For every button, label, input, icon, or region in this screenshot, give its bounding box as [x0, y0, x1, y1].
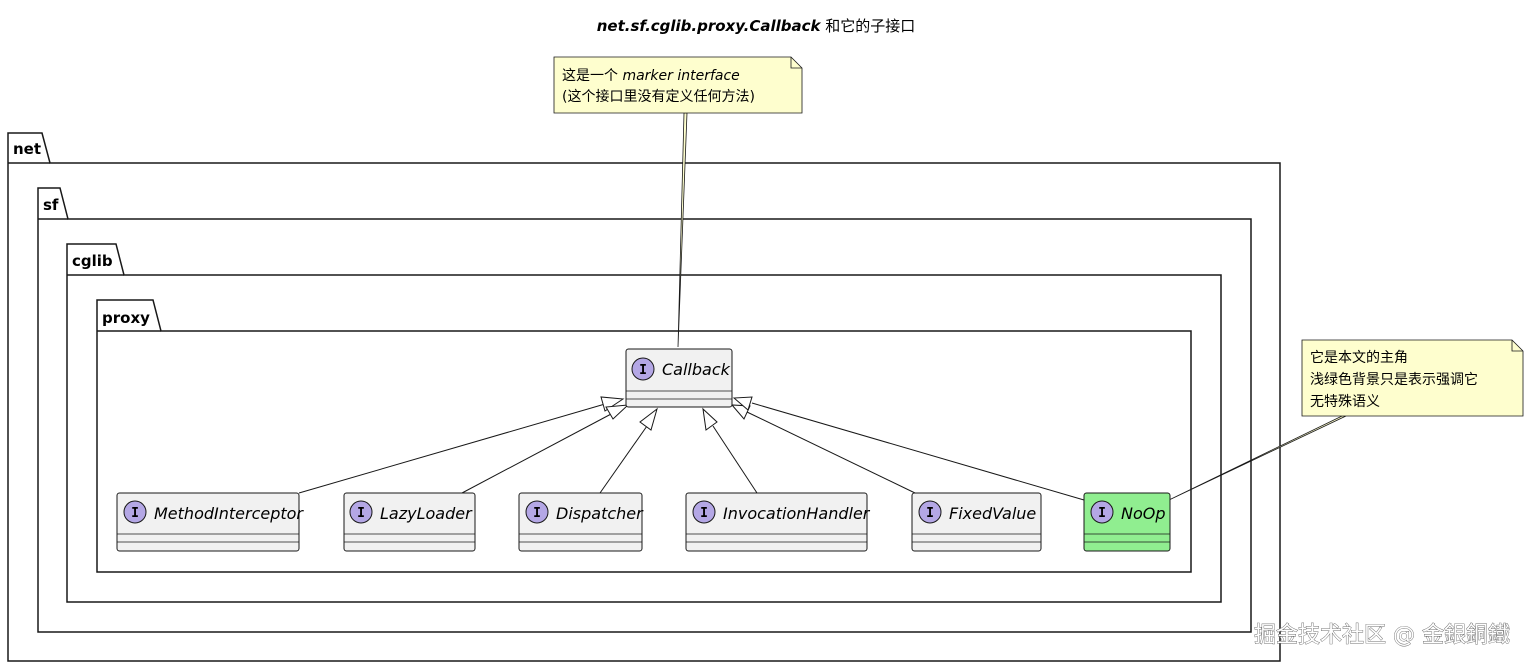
interface-dispatcher[interactable]: I Dispatcher	[518, 492, 644, 552]
package-label-cglib: cglib	[72, 252, 113, 270]
interface-callback[interactable]: I Callback	[625, 348, 733, 408]
svg-text:I: I	[357, 506, 365, 521]
title-class-name: net.sf.cglib.proxy.Callback	[597, 17, 822, 35]
interface-box	[116, 492, 300, 552]
interface-lazyloader[interactable]: I LazyLoader	[343, 492, 476, 552]
interface-icon	[123, 500, 147, 524]
interface-methodinterceptor[interactable]: I MethodInterceptor	[116, 492, 304, 552]
interface-icon	[349, 500, 373, 524]
inheritance-edges	[298, 396, 1085, 501]
note-noop-line1: 它是本文的主角	[1310, 349, 1408, 366]
package-label-proxy: proxy	[102, 309, 150, 327]
interface-name: FixedValue	[949, 504, 1036, 523]
edge-noop-callback	[732, 396, 1085, 501]
edge-dispatcher-callback	[599, 407, 658, 494]
interface-box	[911, 492, 1042, 552]
package-label-sf: sf	[43, 196, 59, 214]
interface-name: Dispatcher	[556, 504, 644, 523]
interface-name: LazyLoader	[380, 504, 473, 523]
svg-text:I: I	[639, 363, 647, 378]
note-noop: 它是本文的主角 浅绿色背景只是表示强调它 无特殊语义	[1301, 339, 1524, 417]
note-marker-line2: (这个接口里没有定义任何方法)	[562, 88, 755, 105]
interface-name: MethodInterceptor	[154, 504, 304, 523]
note-marker-interface: 这是一个 marker interface (这个接口里没有定义任何方法)	[553, 56, 803, 114]
interface-name: Callback	[662, 360, 731, 379]
svg-text:I: I	[533, 506, 541, 521]
interface-fixedvalue[interactable]: I FixedValue	[911, 492, 1042, 552]
interface-name: NoOp	[1121, 504, 1166, 523]
interface-invocationhandler[interactable]: I InvocationHandler	[685, 492, 871, 552]
interface-noop[interactable]: I NoOp	[1083, 492, 1171, 552]
interface-icon	[631, 357, 655, 381]
edge-invocationhandler-callback	[702, 407, 758, 494]
interface-icon	[525, 500, 549, 524]
interface-icon	[1090, 500, 1114, 524]
note-marker-line1: 这是一个 marker interface	[562, 67, 740, 84]
interface-name: InvocationHandler	[723, 504, 871, 523]
interface-icon	[692, 500, 716, 524]
note-noop-line2: 浅绿色背景只是表示强调它	[1310, 371, 1478, 388]
svg-text:I: I	[131, 506, 139, 521]
interface-icon	[918, 500, 942, 524]
note-noop-line3: 无特殊语义	[1310, 394, 1380, 410]
edge-lazyloader-callback	[461, 404, 630, 494]
title-suffix: 和它的子接口	[820, 17, 915, 35]
watermark: 掘金技术社区 @ 金銀銅鐵	[1254, 623, 1510, 648]
svg-text:I: I	[926, 506, 934, 521]
svg-text:I: I	[700, 506, 708, 521]
svg-text:I: I	[1098, 506, 1106, 521]
interface-box	[685, 492, 868, 552]
diagram-title: net.sf.cglib.proxy.Callback 和它的子接口	[597, 17, 916, 35]
package-label-net: net	[13, 140, 41, 158]
interface-box	[343, 492, 476, 552]
interface-box	[518, 492, 643, 552]
